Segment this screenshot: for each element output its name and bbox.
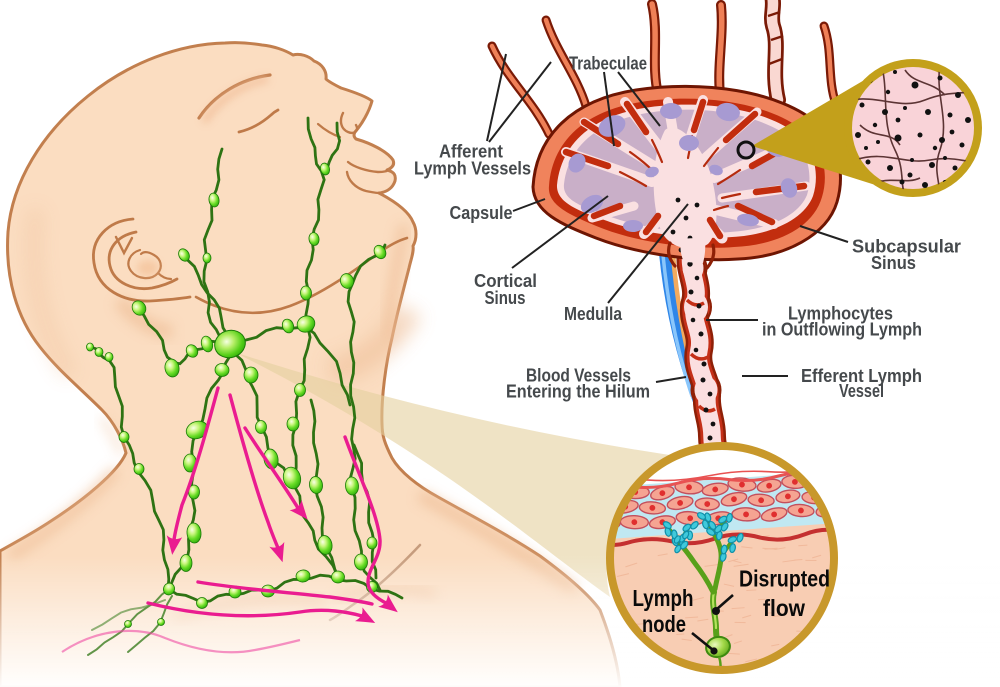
svg-text:Subcapsular: Subcapsular xyxy=(852,237,961,257)
svg-text:flow: flow xyxy=(763,595,805,621)
svg-text:Vessel: Vessel xyxy=(839,381,884,401)
svg-text:Sinus: Sinus xyxy=(485,288,526,308)
svg-text:Blood Vessels: Blood Vessels xyxy=(526,366,631,386)
svg-text:Lymph Vessels: Lymph Vessels xyxy=(414,159,531,179)
svg-text:Lymphocytes: Lymphocytes xyxy=(788,304,893,324)
svg-text:Capsule: Capsule xyxy=(450,203,513,223)
svg-text:Sinus: Sinus xyxy=(871,253,916,273)
svg-text:Afferent: Afferent xyxy=(439,142,503,162)
svg-text:node: node xyxy=(642,611,686,637)
svg-text:Entering the Hilum: Entering the Hilum xyxy=(506,382,650,402)
svg-text:in Outflowing Lymph: in Outflowing Lymph xyxy=(762,320,922,340)
svg-text:Lymph: Lymph xyxy=(633,585,694,611)
svg-text:Efferent Lymph: Efferent Lymph xyxy=(801,366,922,386)
svg-text:Disrupted: Disrupted xyxy=(739,566,830,592)
svg-text:Medulla: Medulla xyxy=(564,304,623,324)
svg-text:Trabeculae: Trabeculae xyxy=(569,54,647,74)
svg-text:Cortical: Cortical xyxy=(474,271,537,291)
